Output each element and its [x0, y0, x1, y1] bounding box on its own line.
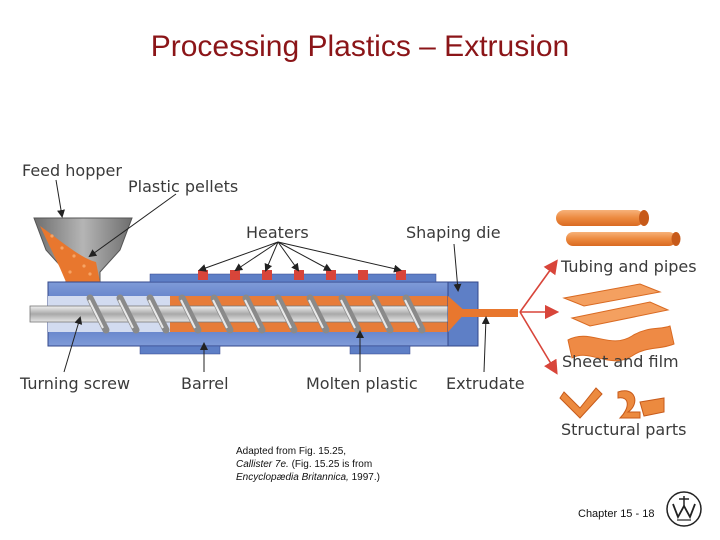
label-leader-lines — [55, 179, 490, 373]
label-extrudate: Extrudate — [446, 374, 525, 393]
label-shaping-die: Shaping die — [406, 223, 501, 242]
output-arrows — [519, 259, 560, 375]
caption-line-2: Callister 7e. (Fig. 15.25 is from — [236, 458, 476, 471]
caption-line-3: Encyclopædia Britannica, 1997.) — [236, 471, 476, 484]
turning-screw — [29, 294, 451, 334]
caption-line-3-rest: 1997.) — [348, 472, 380, 483]
shaping-die — [447, 281, 518, 347]
page-number: 18 — [642, 508, 655, 520]
label-barrel: Barrel — [181, 374, 229, 393]
heaters — [198, 270, 406, 280]
caption-source-title: Encyclopædia Britannica, — [236, 472, 349, 483]
sheet-and-film — [562, 283, 675, 362]
caption-book-title: Callister 7e. — [236, 459, 289, 470]
label-structural-parts: Structural parts — [561, 420, 686, 439]
figure-caption: Adapted from Fig. 15.25, Callister 7e. (… — [236, 445, 476, 484]
caption-line-2-rest: (Fig. 15.25 is from — [288, 459, 373, 470]
structural-parts — [559, 387, 665, 419]
tubing-and-pipes — [556, 210, 681, 246]
label-sheet-and-film: Sheet and film — [562, 352, 679, 371]
chapter-label: Chapter 15 - — [578, 508, 643, 520]
label-turning-screw: Turning screw — [19, 374, 130, 393]
label-tubing-and-pipes: Tubing and pipes — [560, 257, 697, 276]
caption-line-1: Adapted from Fig. 15.25, — [236, 446, 347, 457]
label-plastic-pellets: Plastic pellets — [128, 177, 238, 196]
slide-footer: Chapter 15 - 18 — [578, 508, 654, 520]
feed-hopper — [33, 217, 133, 283]
label-heaters: Heaters — [246, 223, 309, 242]
wiley-logo-icon — [666, 491, 702, 527]
label-molten-plastic: Molten plastic — [306, 374, 418, 393]
slide-title: Processing Plastics – Extrusion — [150, 30, 570, 63]
label-feed-hopper: Feed hopper — [22, 161, 122, 180]
